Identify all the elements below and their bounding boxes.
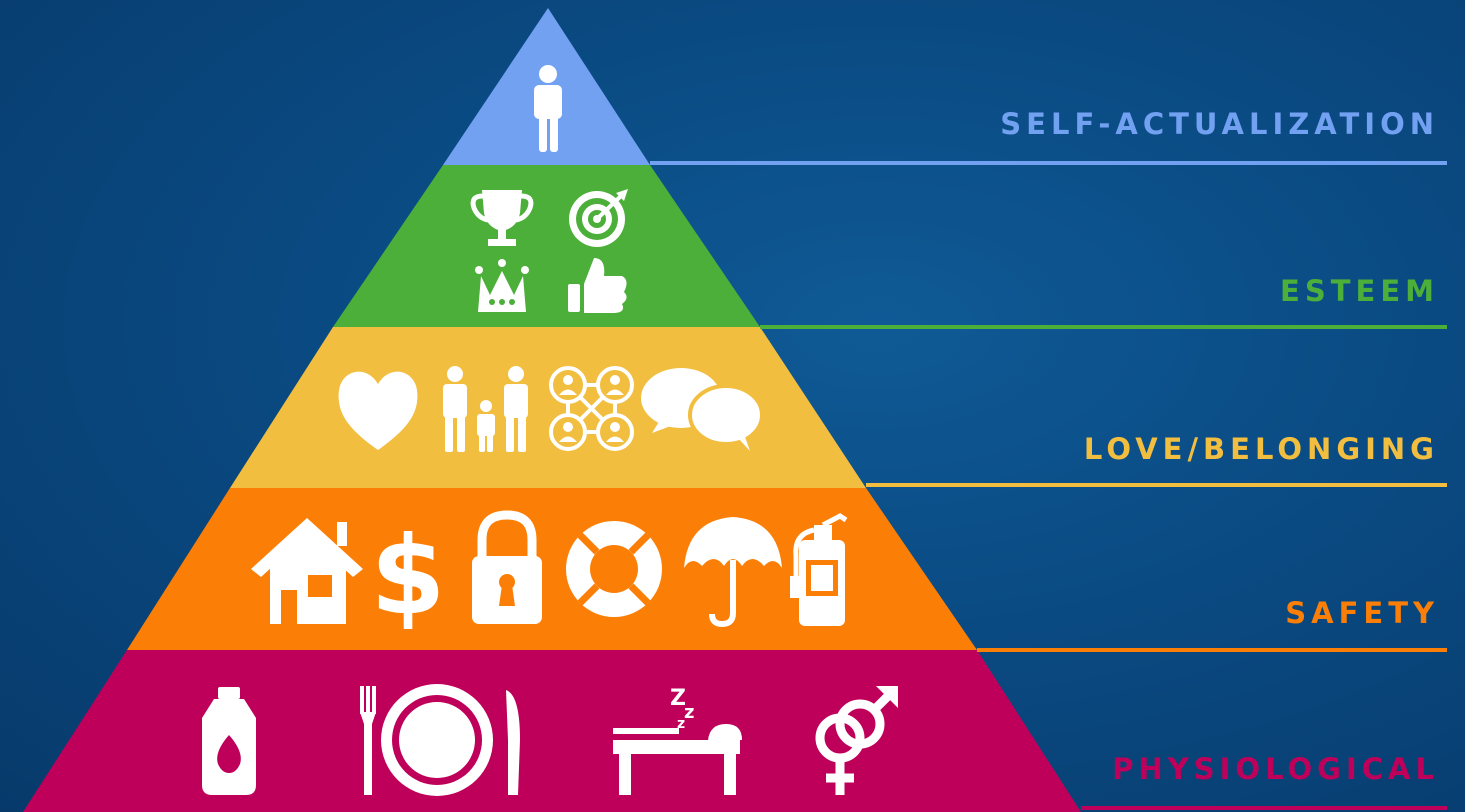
lifebuoy-icon [566,521,662,617]
speech-bubbles-icon [641,368,764,451]
label-safety: SAFETY [1285,596,1439,630]
sleep-z-glyph: Z [670,686,686,711]
crown-icon [475,259,529,312]
svg-text:z: z [677,716,685,732]
label-physiological: PHYSIOLOGICAL [1112,752,1439,786]
fire-extinguisher-icon [790,513,848,626]
tier-esteem [333,165,760,327]
dollar-icon: $ [370,514,445,639]
svg-text:z: z [684,702,694,723]
target-icon [569,189,628,247]
padlock-icon [472,510,542,624]
family-icon [443,366,528,452]
label-esteem: ESTEEM [1280,274,1439,308]
gender-symbols-icon [815,686,898,795]
svg-text:$: $ [370,514,445,639]
label-self-actualization: SELF-ACTUALIZATION [1000,107,1439,141]
umbrella-icon [684,517,782,628]
tier-love-belonging [230,327,866,488]
plate-and-cutlery-icon [360,684,520,796]
network-icon [549,366,634,451]
bed-sleep-icon: Z z z [613,686,742,795]
water-bottle-icon [202,687,256,795]
house-icon [251,518,363,624]
trophy-icon [470,190,534,246]
heart-icon [338,371,418,450]
thumbs-up-icon [568,258,627,313]
label-love-belonging: LOVE/BELONGING [1083,432,1439,466]
tier-physiological [23,650,1081,812]
person-icon [534,65,562,152]
